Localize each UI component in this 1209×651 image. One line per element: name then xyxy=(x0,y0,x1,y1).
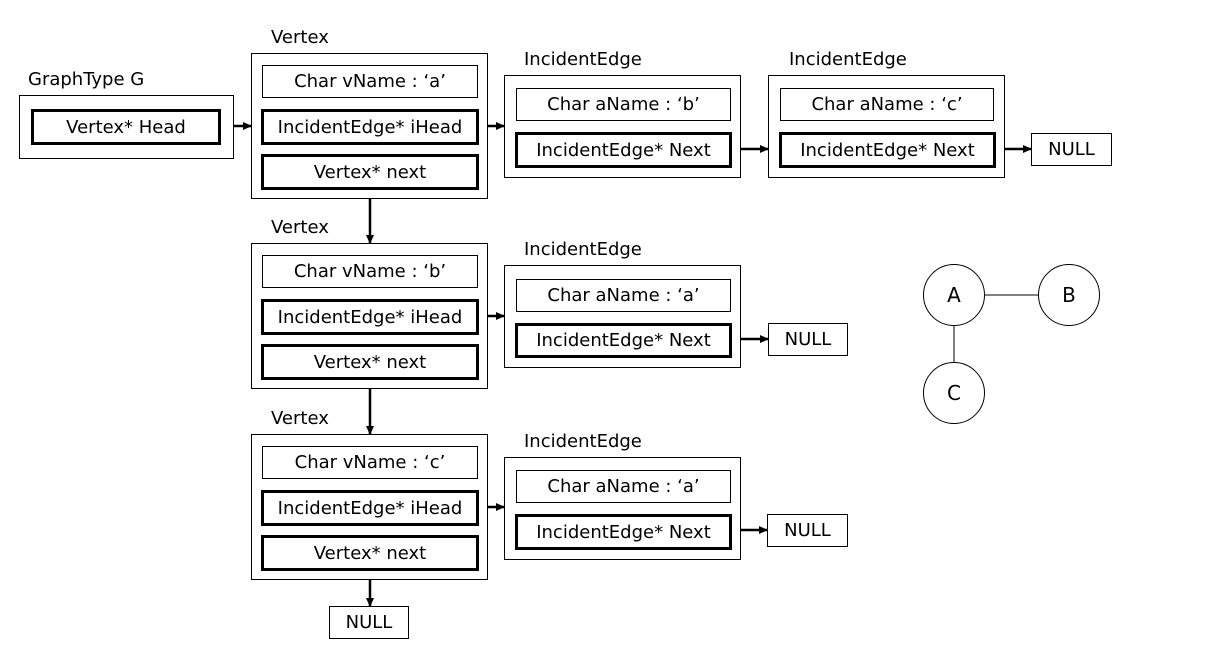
edge-a2-next: IncidentEdge* Next xyxy=(515,514,732,550)
vertex-c-next: Vertex* next xyxy=(261,535,479,571)
edge-a2-aname: Char aName : ‘a’ xyxy=(516,470,731,503)
vertex-c-vname: Char vName : ‘c’ xyxy=(262,446,478,479)
edge-c-box: Char aName : ‘c’ IncidentEdge* Next xyxy=(768,75,1005,178)
edge-b-box: Char aName : ‘b’ IncidentEdge* Next xyxy=(504,75,741,178)
edge-a1-title: IncidentEdge xyxy=(524,239,642,260)
null-box-edge-a2: NULL xyxy=(767,514,848,547)
edge-b-next: IncidentEdge* Next xyxy=(515,132,732,168)
edge-c-title: IncidentEdge xyxy=(789,49,907,70)
vertex-b-title: Vertex xyxy=(271,217,329,238)
vertex-b-vname: Char vName : ‘b’ xyxy=(262,255,478,288)
mini-node-c: C xyxy=(923,362,985,424)
edge-c-aname: Char aName : ‘c’ xyxy=(780,88,994,121)
vertex-a-ihead: IncidentEdge* iHead xyxy=(261,109,479,145)
edge-c-next: IncidentEdge* Next xyxy=(779,132,996,168)
vertex-c-ihead: IncidentEdge* iHead xyxy=(261,490,479,526)
vertex-a-box: Char vName : ‘a’ IncidentEdge* iHead Ver… xyxy=(251,53,488,199)
vertex-b-next: Vertex* next xyxy=(261,344,479,380)
vertex-a-next: Vertex* next xyxy=(261,154,479,190)
edge-a2-box: Char aName : ‘a’ IncidentEdge* Next xyxy=(504,457,741,560)
null-box-vertex-c: NULL xyxy=(329,606,409,639)
mini-node-a: A xyxy=(923,264,985,326)
edge-a1-aname: Char aName : ‘a’ xyxy=(516,279,731,312)
edge-b-title: IncidentEdge xyxy=(524,49,642,70)
mini-node-b: B xyxy=(1038,264,1100,326)
vertex-c-box: Char vName : ‘c’ IncidentEdge* iHead Ver… xyxy=(251,434,488,580)
graph-box: Vertex* Head xyxy=(19,95,234,159)
vertex-a-vname: Char vName : ‘a’ xyxy=(262,65,478,98)
null-box-edge-a1: NULL xyxy=(768,323,848,356)
graph-title: GraphType G xyxy=(28,69,145,90)
graph-head-field: Vertex* Head xyxy=(31,109,221,145)
edge-a1-next: IncidentEdge* Next xyxy=(515,323,732,358)
vertex-a-title: Vertex xyxy=(271,27,329,48)
vertex-b-box: Char vName : ‘b’ IncidentEdge* iHead Ver… xyxy=(251,243,488,389)
vertex-b-ihead: IncidentEdge* iHead xyxy=(261,299,479,335)
edge-b-aname: Char aName : ‘b’ xyxy=(516,88,731,121)
vertex-c-title: Vertex xyxy=(271,408,329,429)
edge-a2-title: IncidentEdge xyxy=(524,431,642,452)
null-box-edge-c: NULL xyxy=(1031,133,1112,166)
edge-a1-box: Char aName : ‘a’ IncidentEdge* Next xyxy=(504,265,741,368)
